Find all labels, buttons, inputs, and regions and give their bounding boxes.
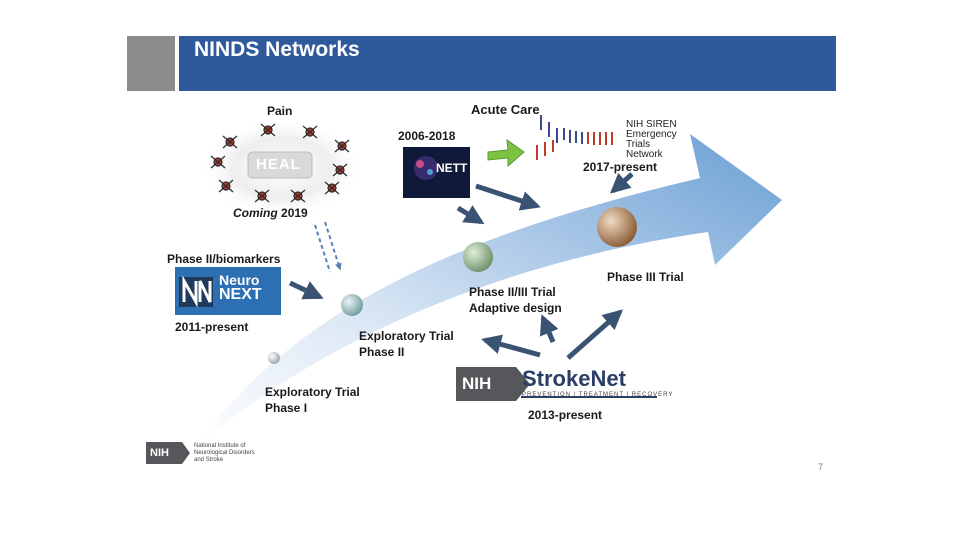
heal-dashed-arrow bbox=[314, 221, 342, 273]
slide-title: NINDS Networks bbox=[194, 38, 360, 61]
neuronext-years: 2011-present bbox=[175, 320, 249, 334]
stage4-sphere bbox=[597, 207, 637, 247]
heal-coming-row: Coming 2019 bbox=[233, 206, 308, 221]
stage3-line1: Phase II/III Trial bbox=[469, 285, 556, 299]
siren-logo-bars bbox=[536, 115, 613, 160]
heal-logo-text: HEAL bbox=[256, 156, 301, 173]
footer-nih-text: NIH bbox=[150, 447, 169, 459]
siren-line1: NIH SIREN bbox=[626, 119, 677, 130]
strokenet-tagline: PREVENTION | TREATMENT | RECOVERY bbox=[522, 392, 674, 398]
nett-logo-text: NETT bbox=[436, 161, 468, 175]
stage2-line1: Exploratory Trial bbox=[359, 329, 454, 343]
footer-institute-line3: and Stroke bbox=[194, 457, 224, 463]
heal-year: 2019 bbox=[281, 206, 308, 220]
heal-logo-box bbox=[247, 151, 313, 179]
footer-institute-line1: National Institute of bbox=[194, 443, 246, 449]
stage1-line2: Phase I bbox=[265, 401, 308, 415]
acute-care-label: Acute Care bbox=[471, 102, 540, 117]
pipeline-arrow bbox=[195, 134, 782, 448]
stage2-sphere bbox=[341, 294, 363, 316]
stage4-label: Phase III Trial bbox=[607, 270, 684, 284]
stage2-line2: Phase II bbox=[359, 345, 405, 359]
strokenet-name: StrokeNet bbox=[522, 366, 626, 391]
connector-arrows bbox=[288, 172, 634, 360]
siren-line4: Network bbox=[626, 149, 663, 160]
stage3-sphere bbox=[463, 242, 493, 272]
footer-nih-box bbox=[146, 442, 182, 464]
pain-label: Pain bbox=[267, 104, 293, 118]
strokenet-nih-text: NIH bbox=[462, 374, 492, 393]
siren-line2: Emergency bbox=[626, 129, 677, 140]
heal-figures bbox=[210, 123, 350, 203]
siren-line3: Trials bbox=[626, 139, 651, 150]
stage1-line1: Exploratory Trial bbox=[265, 385, 360, 399]
stage1-sphere bbox=[268, 352, 280, 364]
strokenet-nih-box bbox=[456, 367, 516, 401]
strokenet-years: 2013-present bbox=[528, 408, 603, 422]
header-accent bbox=[127, 36, 175, 91]
nett-years: 2006-2018 bbox=[398, 129, 456, 143]
acute-care-arrow bbox=[487, 138, 525, 168]
heal-coming-label: Coming bbox=[233, 206, 278, 220]
siren-years: 2017-present bbox=[583, 160, 658, 174]
neuronext-logo-line2: NEXT bbox=[219, 286, 262, 303]
neuronext-logo-line1: Neuro bbox=[219, 272, 260, 288]
header-bar bbox=[179, 36, 836, 91]
neuronext-label: Phase II/biomarkers bbox=[167, 252, 281, 266]
footer-institute-line2: Neurological Disorders bbox=[194, 450, 255, 456]
page-number: 7 bbox=[818, 462, 824, 472]
stage3-line2: Adaptive design bbox=[469, 301, 562, 315]
